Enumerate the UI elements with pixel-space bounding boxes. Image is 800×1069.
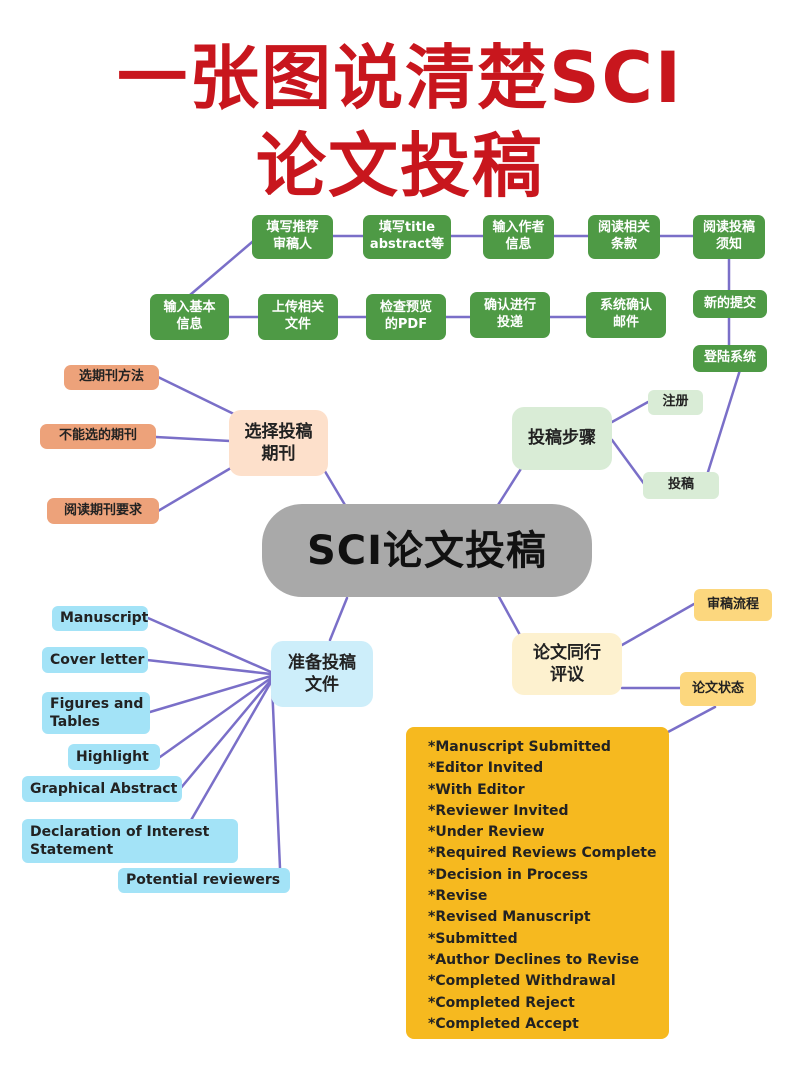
step-fill-recommended-reviewers: 填写推荐 审稿人 xyxy=(252,215,333,259)
status-item: *Completed Withdrawal xyxy=(428,973,616,990)
branch-prepare-files: 准备投稿 文件 xyxy=(271,641,373,707)
status-item: *Revise xyxy=(428,888,488,905)
leaf-manuscript: Manuscript xyxy=(52,606,148,631)
status-item: *Revised Manuscript xyxy=(428,909,591,926)
branch-peer-review: 论文同行 评议 xyxy=(512,633,622,695)
leaf-register: 注册 xyxy=(648,390,703,415)
status-item: *Required Reviews Complete xyxy=(428,845,657,862)
step-enter-author-info: 输入作者 信息 xyxy=(483,215,554,259)
step-check-pdf: 检查预览 的PDF xyxy=(366,294,446,340)
central-topic: SCI论文投稿 xyxy=(262,504,592,597)
status-item: *Submitted xyxy=(428,930,518,947)
status-item: *Manuscript Submitted xyxy=(428,739,611,755)
leaf-journals-to-avoid: 不能选的期刊 xyxy=(40,424,156,449)
step-enter-basic-info: 输入基本 信息 xyxy=(150,294,229,340)
leaf-highlight: Highlight xyxy=(68,744,160,770)
step-system-email: 系统确认 邮件 xyxy=(586,292,666,338)
leaf-read-journal-requirements: 阅读期刊要求 xyxy=(47,498,159,524)
step-new-submission: 新的提交 xyxy=(693,290,767,318)
leaf-submit: 投稿 xyxy=(643,472,719,499)
leaf-potential-reviewers: Potential reviewers xyxy=(118,868,290,893)
branch-submission-steps: 投稿步骤 xyxy=(512,407,612,470)
main-title-line1: 一张图说清楚SCI xyxy=(117,37,683,119)
status-item: *Editor Invited xyxy=(428,760,544,777)
status-list: *Manuscript Submitted *Editor Invited *W… xyxy=(428,737,669,1035)
step-confirm-submit: 确认进行 投递 xyxy=(470,292,550,338)
status-item: *Completed Reject xyxy=(428,994,575,1011)
step-read-terms: 阅读相关 条款 xyxy=(588,215,660,259)
step-fill-title-abstract: 填写title abstract等 xyxy=(363,215,451,259)
status-item: *With Editor xyxy=(428,781,525,798)
status-list-box: *Manuscript Submitted *Editor Invited *W… xyxy=(406,727,669,1039)
step-read-guidelines: 阅读投稿 须知 xyxy=(693,215,765,259)
status-item: *Under Review xyxy=(428,824,545,841)
leaf-graphical-abstract: Graphical Abstract xyxy=(22,776,182,802)
status-item: *Reviewer Invited xyxy=(428,802,569,819)
step-login-system: 登陆系统 xyxy=(693,345,767,372)
main-title-line2: 论文投稿 xyxy=(256,125,544,207)
leaf-declaration-of-interest: Declaration of Interest Statement xyxy=(22,819,238,863)
status-item: *Completed Accept xyxy=(428,1015,579,1032)
leaf-journal-selection-method: 选期刊方法 xyxy=(64,365,159,390)
leaf-review-process: 审稿流程 xyxy=(694,589,772,621)
step-upload-files: 上传相关 文件 xyxy=(258,294,338,340)
leaf-figures-tables: Figures and Tables xyxy=(42,692,150,734)
leaf-cover-letter: Cover letter xyxy=(42,647,148,673)
status-item: *Decision in Process xyxy=(428,866,589,883)
status-item: *Author Declines to Revise xyxy=(428,951,640,968)
leaf-paper-status: 论文状态 xyxy=(680,672,756,706)
branch-select-journal: 选择投稿 期刊 xyxy=(229,410,328,476)
